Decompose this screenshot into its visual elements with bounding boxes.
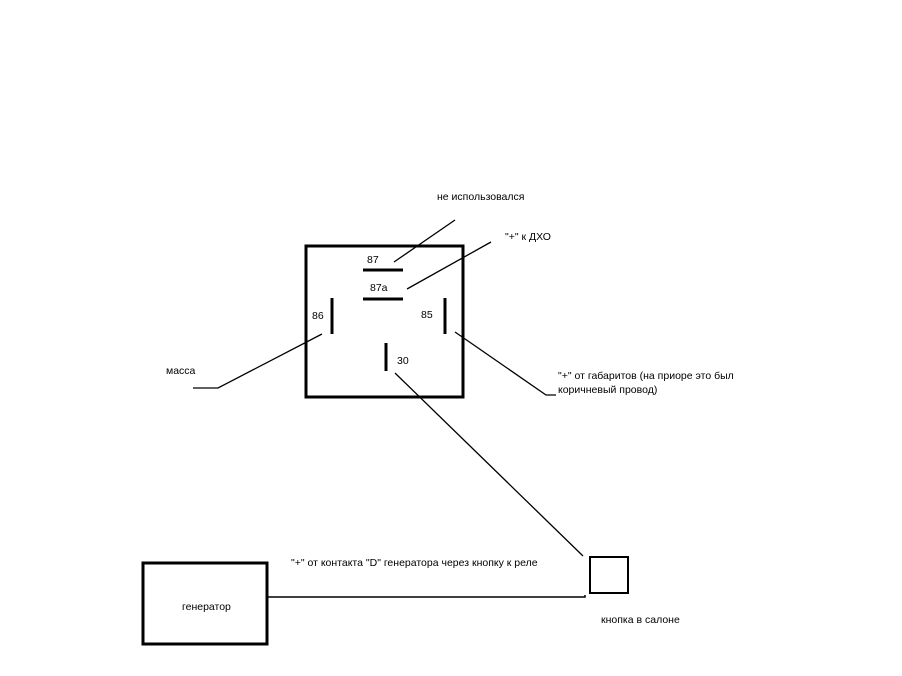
pin-label-86: 86 [312,310,324,322]
pin-label-87: 87 [367,254,379,266]
cabin-button-label: кнопка в салоне [601,614,680,626]
wire-parking-lights [454,331,556,396]
wire-ground [193,333,323,389]
unused-label: не использовался [437,191,524,203]
wire-30-to-button [394,372,584,557]
pin-label-85: 85 [421,309,433,321]
ground-label: масса [166,365,196,377]
leader-87 [393,219,456,263]
pin-label-30: 30 [397,355,409,367]
cabin-button-box [589,556,629,594]
generator-box [141,561,269,646]
generator-label: генератор [182,601,231,613]
pin-label-87a: 87a [370,282,388,294]
wire-generator-to-button [268,595,586,598]
relay-box [304,244,465,399]
parking-lights-label-line2: коричневый провод) [558,384,657,396]
generator-wire-label: "+" от контакта "D" генератора через кно… [291,557,538,569]
drl-label: "+" к ДХО [505,231,551,243]
leader-87a [406,241,492,290]
parking-lights-label-line1: "+" от габаритов (на приоре это был [558,370,734,382]
